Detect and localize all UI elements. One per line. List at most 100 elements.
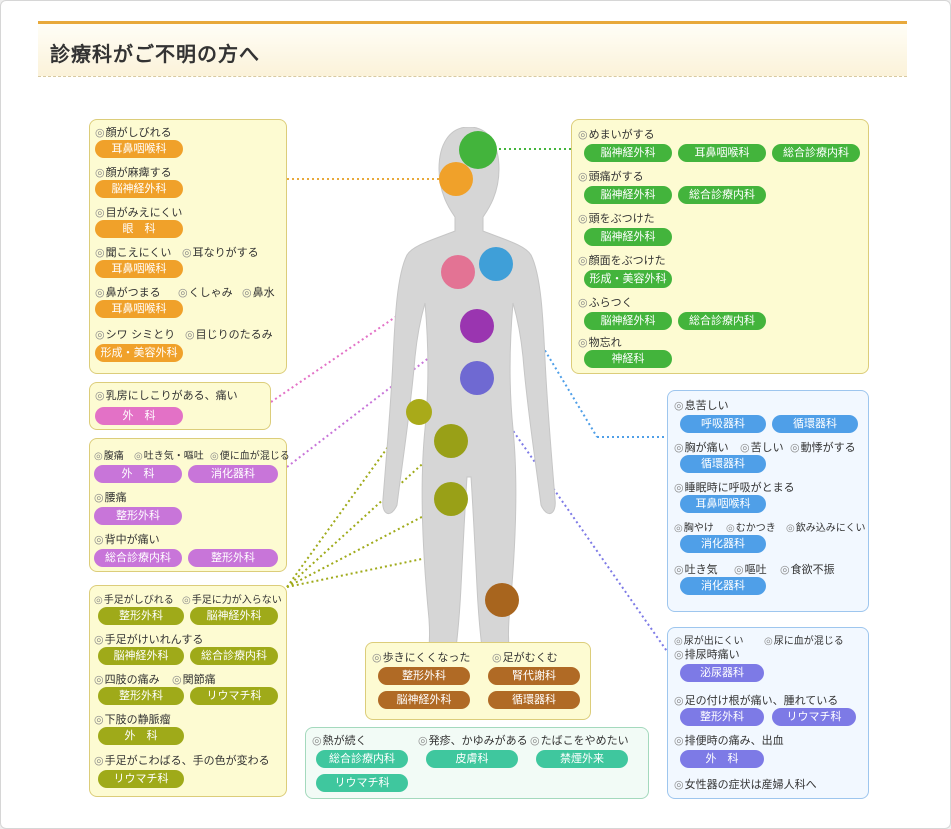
dept-tag[interactable]: リウマチ科 xyxy=(316,774,408,792)
dept-tag[interactable]: 脳神経外科 xyxy=(190,607,278,625)
lower-abdomen-marker[interactable] xyxy=(460,361,494,395)
dept-tag[interactable]: 耳鼻咽喉科 xyxy=(678,144,766,162)
dept-tag[interactable]: 泌尿器科 xyxy=(680,664,764,682)
dept-tag[interactable]: 耳鼻咽喉科 xyxy=(95,300,183,318)
dept-tag[interactable]: 整形外科 xyxy=(94,507,182,525)
symptom: 排便時の痛み、出血 xyxy=(674,732,784,748)
symptom: 顔がしびれる xyxy=(95,124,172,140)
symptom: 頭をぶつけた xyxy=(578,210,655,226)
symptom: くしゃみ xyxy=(178,284,233,300)
dept-tag[interactable]: 脳神経外科 xyxy=(95,180,183,198)
symptom: 動悸がする xyxy=(790,439,856,455)
dept-tag[interactable]: 禁煙外来 xyxy=(536,750,628,768)
dept-tag[interactable]: 消化器科 xyxy=(680,577,766,595)
symptom: 便に血が混じる xyxy=(210,447,290,462)
symptom: 胸やけ xyxy=(674,519,714,534)
head-box: めまいがする 脳神経外科 耳鼻咽喉科 総合診療内科 頭痛がする 脳神経外科 総合… xyxy=(571,119,869,374)
dept-tag[interactable]: 耳鼻咽喉科 xyxy=(95,140,183,158)
dept-tag[interactable]: 整形外科 xyxy=(98,687,184,705)
dept-tag[interactable]: 整形外科 xyxy=(680,708,764,726)
symptom: 息苦しい xyxy=(674,397,729,413)
dept-tag[interactable]: 脳神経外科 xyxy=(378,691,470,709)
dept-tag[interactable]: 消化器科 xyxy=(188,465,278,483)
symptom: 苦しい xyxy=(740,439,784,455)
thigh-marker[interactable] xyxy=(434,424,468,458)
symptom: 腰痛 xyxy=(94,489,127,505)
dept-tag[interactable]: 整形外科 xyxy=(188,549,278,567)
dept-tag[interactable]: 脳神経外科 xyxy=(98,647,184,665)
arm-marker[interactable] xyxy=(406,399,432,425)
symptom: 物忘れ xyxy=(578,334,622,350)
title-bar: 診療科がご不明の方へ xyxy=(38,21,907,77)
chest-marker[interactable] xyxy=(479,247,513,281)
urinary-box: 尿が出にくい 尿に血が混じる 排尿時痛い 泌尿器科 足の付け根が痛い、腫れている… xyxy=(667,627,869,799)
dept-tag[interactable]: 腎代謝科 xyxy=(488,667,580,685)
symptom: 飲み込みにくい xyxy=(786,519,866,534)
dept-tag[interactable]: リウマチ科 xyxy=(772,708,856,726)
dept-tag[interactable]: 総合診療内科 xyxy=(190,647,278,665)
symptom: 吐き気・嘔吐 xyxy=(134,447,204,462)
dept-tag[interactable]: リウマチ科 xyxy=(190,687,278,705)
symptom: 尿に血が混じる xyxy=(764,632,844,647)
symptom: 手足がこわばる、手の色が変わる xyxy=(94,752,270,768)
symptom: 耳なりがする xyxy=(182,244,259,260)
body-map: 顔がしびれる 耳鼻咽喉科 顔が麻痺する 脳神経外科 目がみえにくい 眼 科 聞こ… xyxy=(49,97,909,807)
page-title: 診療科がご不明の方へ xyxy=(50,42,260,66)
dept-tag[interactable]: 総合診療内科 xyxy=(678,312,766,330)
dept-tag[interactable]: 形成・美容外科 xyxy=(584,270,672,288)
symptom: 乳房にしこりがある、痛い xyxy=(95,387,238,403)
face-marker[interactable] xyxy=(439,162,473,196)
face-box: 顔がしびれる 耳鼻咽喉科 顔が麻痺する 脳神経外科 目がみえにくい 眼 科 聞こ… xyxy=(89,119,287,374)
dept-tag[interactable]: 耳鼻咽喉科 xyxy=(680,495,766,513)
dept-tag[interactable]: 整形外科 xyxy=(98,607,184,625)
dept-tag[interactable]: 皮膚科 xyxy=(426,750,518,768)
dept-tag[interactable]: 呼吸器科 xyxy=(680,415,766,433)
dept-tag[interactable]: 外 科 xyxy=(98,727,184,745)
symptom: 目じりのたるみ xyxy=(185,326,273,342)
symptom: 手足に力が入らない xyxy=(182,591,282,606)
dept-tag[interactable]: 総合診療内科 xyxy=(94,549,182,567)
symptom: 四肢の痛み xyxy=(94,671,160,687)
symptom: 頭痛がする xyxy=(578,168,644,184)
dept-tag[interactable]: 脳神経外科 xyxy=(584,144,672,162)
symptom: 足がむくむ xyxy=(492,649,558,665)
symptom: たばこをやめたい xyxy=(530,732,629,748)
dept-tag[interactable]: 循環器科 xyxy=(488,691,580,709)
symptom: 下肢の静脈瘤 xyxy=(94,711,171,727)
dept-tag[interactable]: 循環器科 xyxy=(772,415,858,433)
dept-tag[interactable]: 脳神経外科 xyxy=(584,228,672,246)
dept-tag[interactable]: 眼 科 xyxy=(95,220,183,238)
dept-tag[interactable]: 消化器科 xyxy=(680,535,766,553)
symptom: 歩きにくくなった xyxy=(372,649,471,665)
dept-tag[interactable]: 循環器科 xyxy=(680,455,766,473)
dept-tag[interactable]: 外 科 xyxy=(94,465,182,483)
foot-marker[interactable] xyxy=(485,583,519,617)
symptom: 吐き気 xyxy=(674,561,718,577)
dept-tag[interactable]: リウマチ科 xyxy=(98,770,184,788)
symptom: めまいがする xyxy=(578,126,655,142)
symptom: シワ シミとり xyxy=(95,326,176,342)
head-marker[interactable] xyxy=(459,131,497,169)
symptom: 鼻がつまる xyxy=(95,284,161,300)
symptom: 手足がしびれる xyxy=(94,591,174,606)
breast-marker[interactable] xyxy=(441,255,475,289)
dept-tag[interactable]: 総合診療内科 xyxy=(316,750,408,768)
dept-tag[interactable]: 脳神経外科 xyxy=(584,312,672,330)
symptom: 胸が痛い xyxy=(674,439,729,455)
dept-tag[interactable]: 神経科 xyxy=(584,350,672,368)
dept-tag[interactable]: 耳鼻咽喉科 xyxy=(95,260,183,278)
abdomen-marker[interactable] xyxy=(460,309,494,343)
symptom: 尿が出にくい xyxy=(674,632,744,647)
dept-tag[interactable]: 総合診療内科 xyxy=(678,186,766,204)
general-box: 熱が続く 発疹、かゆみがある たばこをやめたい 総合診療内科 皮膚科 禁煙外来 … xyxy=(305,727,649,799)
dept-tag[interactable]: 外 科 xyxy=(680,750,764,768)
dept-tag[interactable]: 総合診療内科 xyxy=(772,144,860,162)
symptom: 聞こえにくい xyxy=(95,244,172,260)
dept-tag[interactable]: 外 科 xyxy=(95,407,183,425)
dept-tag[interactable]: 脳神経外科 xyxy=(584,186,672,204)
knee-marker[interactable] xyxy=(434,482,468,516)
abdomen-box: 腹痛 吐き気・嘔吐 便に血が混じる 外 科 消化器科 腰痛 整形外科 背中が痛い… xyxy=(89,438,290,572)
dept-tag[interactable]: 整形外科 xyxy=(378,667,470,685)
dept-tag[interactable]: 形成・美容外科 xyxy=(95,344,183,362)
